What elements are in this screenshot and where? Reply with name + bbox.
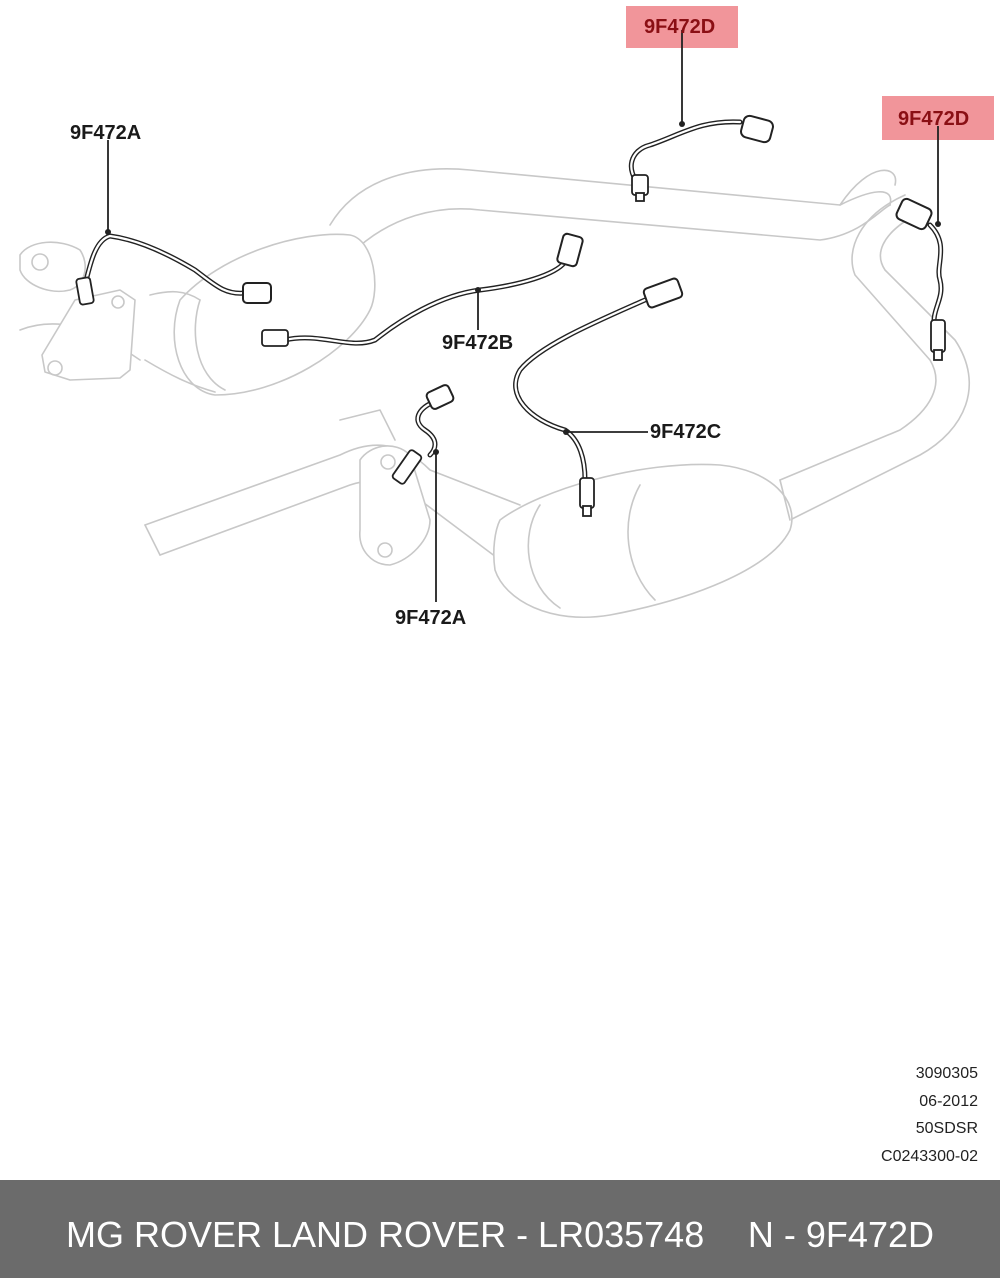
reference-code: 50SDSR [915, 1120, 978, 1137]
sensor-9f472b [261, 232, 584, 347]
sensor-9f472c [513, 277, 684, 517]
reference-date: 06-2012 [919, 1092, 978, 1110]
footer-diagram-part: N - 9F472D [747, 1214, 934, 1255]
leader-lines [105, 30, 941, 602]
exhaust-sensor-diagram: 9F472D 9F472D 9F472A 9F472B 9F472C 9F472… [19, 6, 994, 629]
sensor-9f472d-top [628, 114, 774, 202]
reference-drawing-id: C0243300-02 [881, 1147, 978, 1165]
label-9f472b: 9F472B [442, 332, 513, 354]
label-9f472d-right: 9F472D [898, 108, 969, 130]
reference-number: 3090305 [915, 1065, 978, 1082]
label-9f472d-top: 9F472D [644, 16, 715, 38]
label-9f472c: 9F472C [650, 421, 721, 443]
footer-bar: MG ROVER LAND ROVER - LR035748 N - 9F472… [0, 1180, 1000, 1278]
footer-brand-part-number: MG ROVER LAND ROVER - LR035748 [66, 1214, 705, 1255]
drawing-reference-info: 3090305 06-2012 50SDSR C0243300-02 [881, 1060, 978, 1170]
sensor-9f472a-lower [391, 384, 455, 485]
sensor-9f472a-upper [75, 233, 272, 306]
label-9f472a-upper: 9F472A [70, 122, 141, 144]
label-9f472a-lower: 9F472A [395, 607, 466, 629]
exhaust-system-outline [19, 168, 971, 619]
sensor-9f472d-right [895, 197, 946, 361]
